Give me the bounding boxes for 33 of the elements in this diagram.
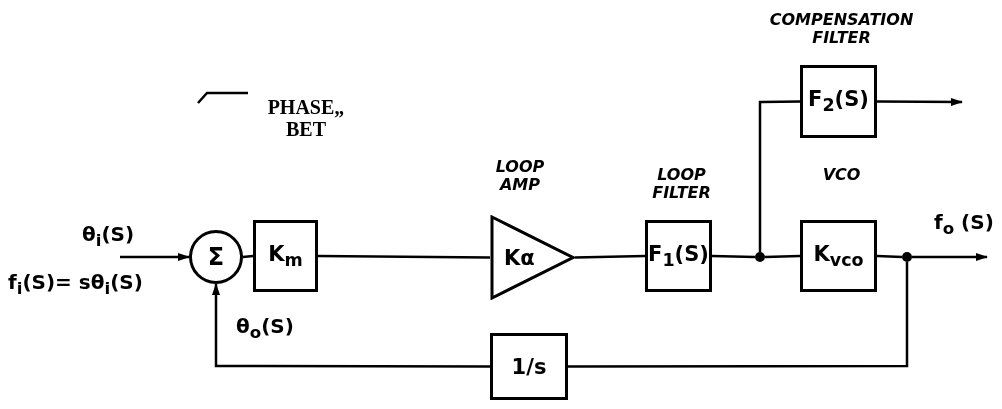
- connector-line: [877, 97, 963, 106]
- block-label: Kα: [504, 245, 535, 270]
- summing-junction: [189, 230, 243, 284]
- integrator-block: [490, 333, 568, 400]
- connector-line: [242, 254, 254, 259]
- signal-label: f$_{i}$(S)= sθ$_{i}$(S): [8, 270, 143, 298]
- connector-line: [318, 254, 490, 259]
- junction-dot: [755, 252, 765, 262]
- connector-line: [711, 254, 756, 259]
- signal-label: f$_{o}$ (S): [934, 210, 994, 238]
- connector-line: [876, 254, 903, 259]
- block-label: K$_{vco}$: [813, 241, 864, 271]
- block-heading: LOOP FILTER: [651, 166, 712, 203]
- signal-label: θ$_{i}$(S): [82, 222, 135, 250]
- gain-block: [253, 220, 318, 292]
- block-label: 1/s: [511, 354, 547, 379]
- junction-dot: [902, 252, 912, 262]
- connector-line: [568, 262, 909, 368]
- connector-line: [764, 254, 801, 259]
- block-heading: LOOP AMP: [494, 158, 546, 195]
- connector-line: [574, 254, 646, 259]
- connector-line: [120, 253, 190, 261]
- block-heading: PHASE„ BET: [266, 96, 346, 140]
- block-heading: VCO: [821, 166, 862, 185]
- block-label: F$_{1}$(S): [648, 241, 709, 271]
- block-heading: COMPENSATION FILTER: [768, 11, 915, 48]
- connector-line: [912, 253, 988, 261]
- connector-line: [758, 100, 800, 252]
- block-label: F$_{2}$(S): [808, 87, 869, 116]
- signal-label: θ$_{o}$(S): [236, 314, 294, 342]
- block-label: Σ: [207, 243, 225, 271]
- block-label: K$_{m}$: [268, 241, 303, 271]
- connector-line: [212, 283, 490, 368]
